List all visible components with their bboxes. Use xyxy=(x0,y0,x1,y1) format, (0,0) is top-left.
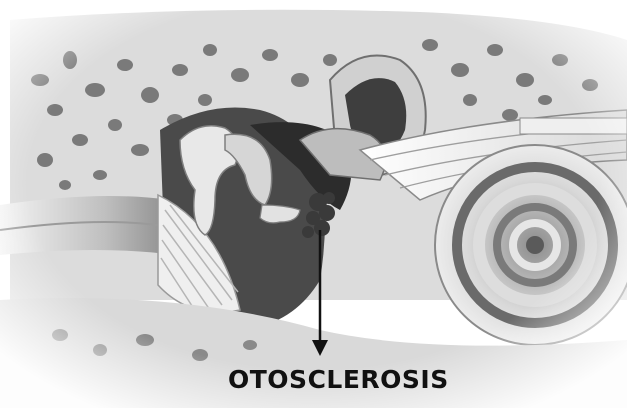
diagram-label: OTOSCLEROSIS xyxy=(228,365,449,394)
